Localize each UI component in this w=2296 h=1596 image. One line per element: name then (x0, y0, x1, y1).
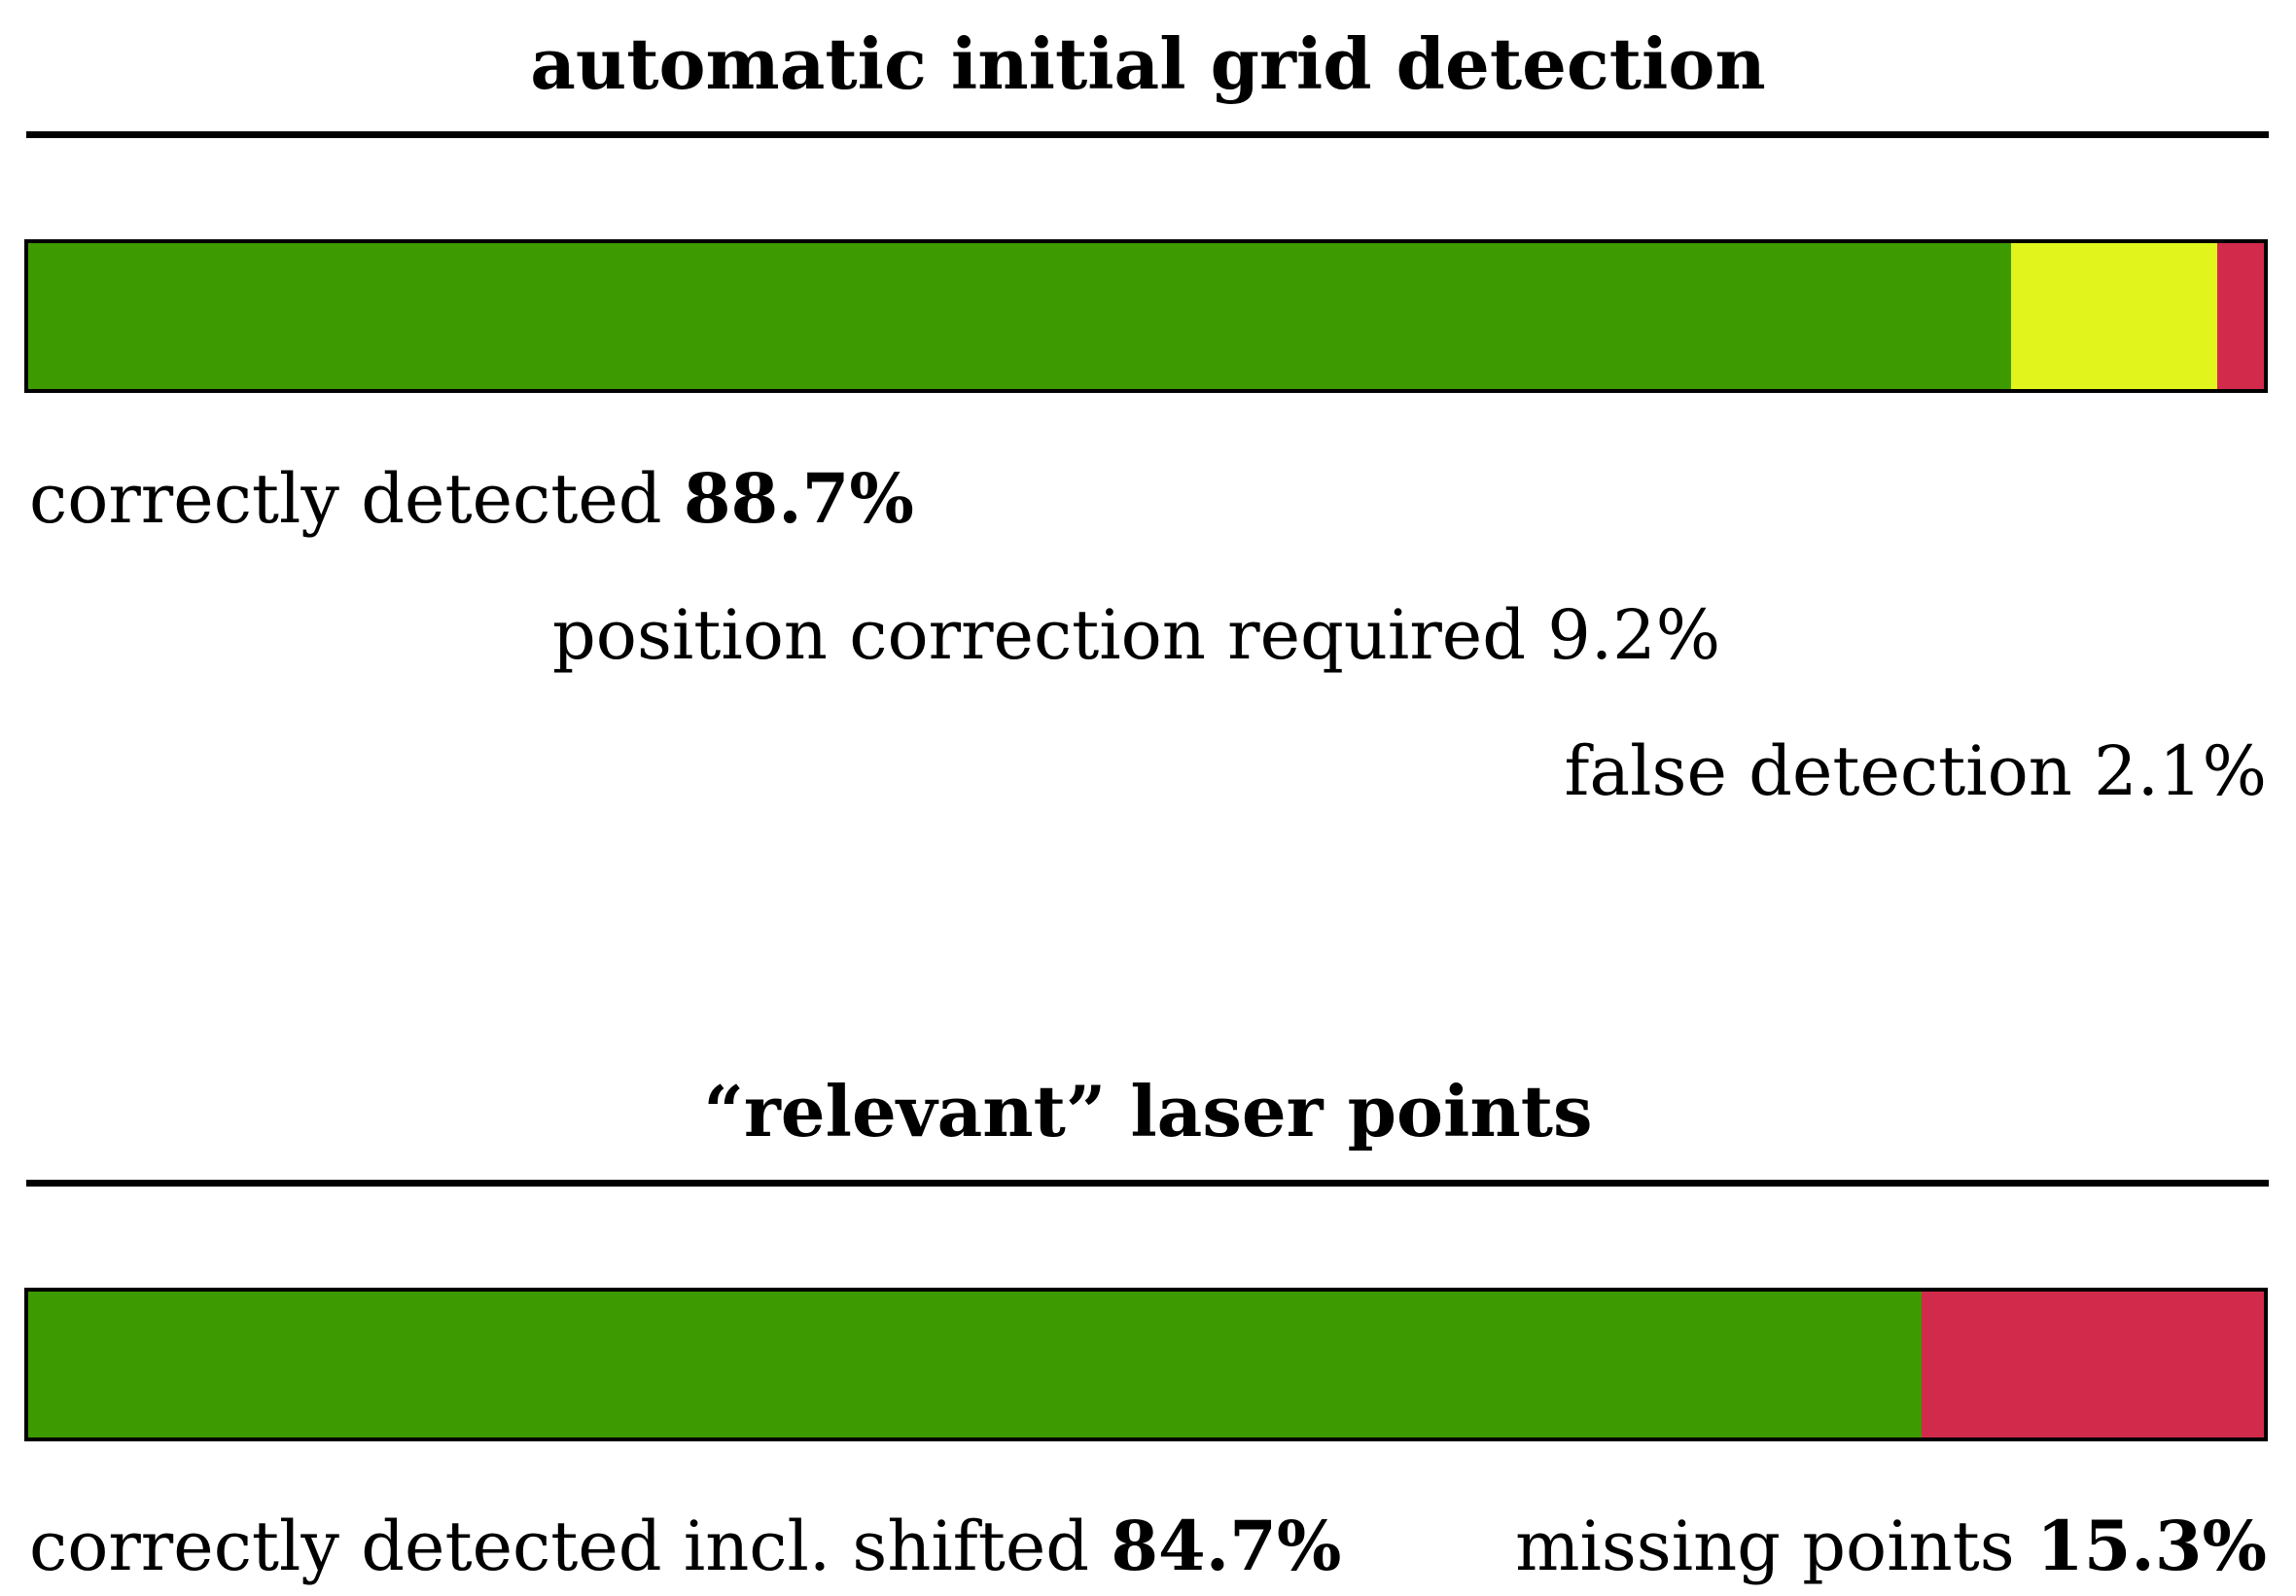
chart-1-title: automatic initial grid detection (530, 22, 1766, 105)
chart-2-segment-missing-points (1922, 1292, 2264, 1437)
chart-1-segment-position-correction (2011, 243, 2217, 389)
chart-2-title-rule (26, 1180, 2269, 1187)
chart-1-label-correctly-detected: correctly detected 88.7% (29, 458, 914, 539)
chart-1-label-false-detection: false detection 2.1% (1564, 731, 2267, 811)
chart-2-label-missing-points: missing points 15.3% (1515, 1506, 2267, 1586)
chart-1-label-position-correction: position correction required 9.2% (552, 595, 1721, 675)
chart-1-title-rule (26, 131, 2269, 138)
chart-2-label-correctly-detected-incl-shifted: correctly detected incl. shifted 84.7% (29, 1506, 1342, 1586)
chart-1-segment-false-detection (2216, 243, 2264, 389)
chart-2-stacked-bar (24, 1288, 2268, 1441)
chart-1-stacked-bar (24, 239, 2268, 393)
chart-2-segment-correctly-detected (28, 1292, 1923, 1437)
chart-1-segment-correctly-detected (28, 243, 2012, 389)
chart-2-title: “relevant” laser points (703, 1070, 1593, 1153)
